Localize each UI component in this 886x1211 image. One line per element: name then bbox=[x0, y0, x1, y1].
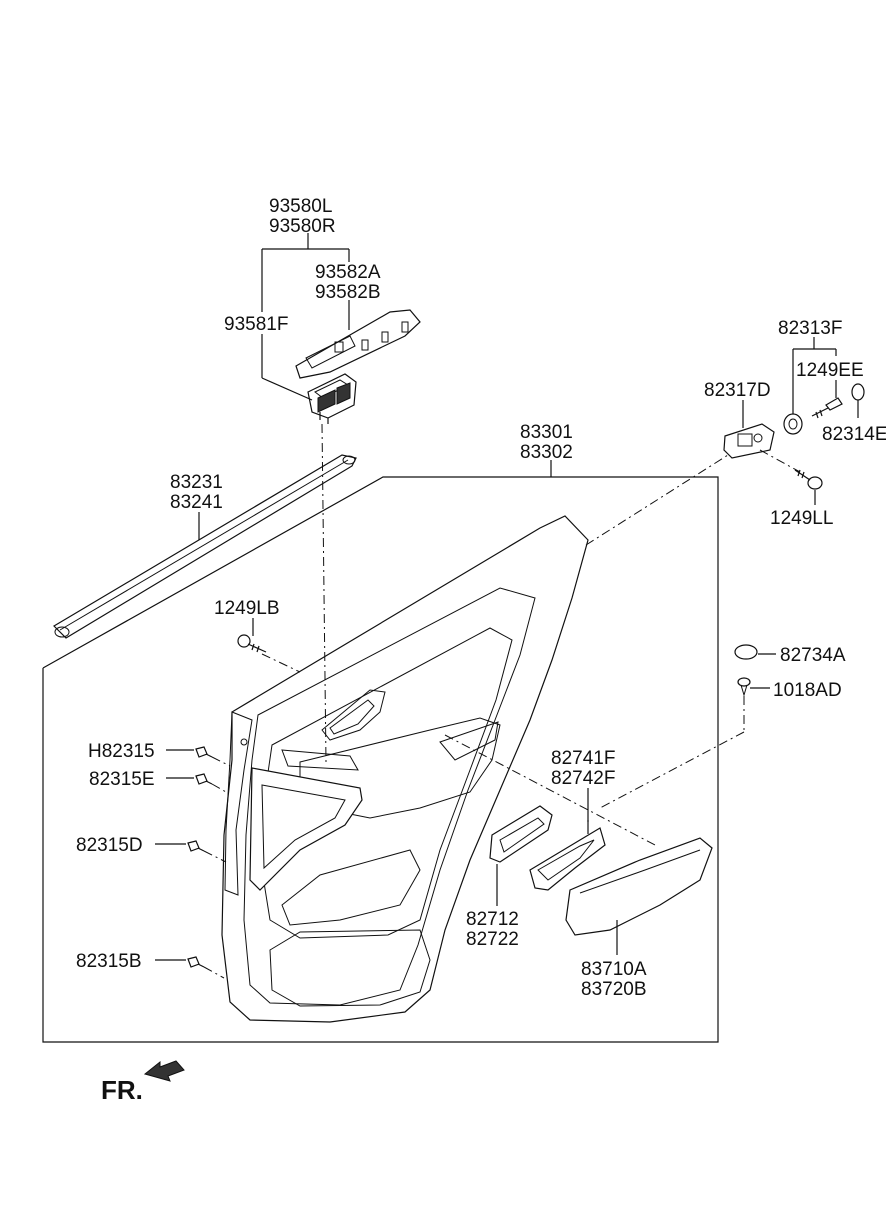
panel-assembly-frame bbox=[42, 476, 719, 1043]
switch-bezel bbox=[295, 309, 421, 379]
label-1249LB: 1249LB bbox=[214, 598, 280, 619]
label-83720B: 83720B bbox=[581, 979, 647, 1000]
label-83302: 83302 bbox=[520, 442, 573, 463]
door-belt-weatherstrip bbox=[53, 454, 357, 639]
screw-1249LB bbox=[237, 634, 267, 653]
power-window-switch bbox=[307, 373, 357, 424]
cap-82734A bbox=[734, 644, 758, 660]
label-82741F: 82741F bbox=[551, 748, 615, 769]
label-82317D: 82317D bbox=[704, 380, 771, 401]
label-93582B: 93582B bbox=[315, 282, 381, 303]
label-82734A: 82734A bbox=[780, 645, 846, 666]
label-93582A: 93582A bbox=[315, 262, 381, 283]
inside-handle-bracket bbox=[529, 820, 606, 891]
label-82315D: 82315D bbox=[76, 835, 143, 856]
label-93580L: 93580L bbox=[269, 196, 332, 217]
clip-82315B bbox=[187, 956, 205, 968]
clip-1018AD bbox=[737, 677, 751, 697]
label-83231: 83231 bbox=[170, 472, 223, 493]
label-93580R: 93580R bbox=[269, 216, 336, 237]
label-83241: 83241 bbox=[170, 492, 223, 513]
label-82712: 82712 bbox=[466, 909, 519, 930]
label-83710A: 83710A bbox=[581, 959, 647, 980]
label-1249LL: 1249LL bbox=[770, 508, 833, 529]
label-1018AD: 1018AD bbox=[773, 680, 842, 701]
screw-1249LL bbox=[794, 469, 823, 490]
armrest-pad bbox=[565, 837, 713, 936]
label-1249EE: 1249EE bbox=[796, 360, 864, 381]
front-direction-label: FR. bbox=[101, 1075, 143, 1105]
mounting-bracket bbox=[723, 423, 775, 459]
bracket-82712 bbox=[489, 805, 553, 863]
washer-82314E bbox=[851, 383, 865, 401]
label-83301: 83301 bbox=[520, 422, 573, 443]
screw-1249EE bbox=[811, 397, 843, 419]
label-82315B: 82315B bbox=[76, 951, 142, 972]
label-82314E: 82314E bbox=[822, 424, 886, 445]
label-82313F: 82313F bbox=[778, 318, 842, 339]
door-trim-panel bbox=[221, 515, 589, 1023]
label-82315E: 82315E bbox=[89, 769, 155, 790]
clip-82315E bbox=[195, 773, 213, 785]
label-82722: 82722 bbox=[466, 929, 519, 950]
clip-H82315 bbox=[195, 746, 213, 758]
clip-82315D bbox=[187, 840, 205, 852]
grommet-82313F bbox=[783, 413, 803, 435]
label-H82315: H82315 bbox=[88, 741, 155, 762]
front-direction-arrow-icon bbox=[143, 1060, 185, 1082]
label-82742F: 82742F bbox=[551, 768, 615, 789]
label-93581F: 93581F bbox=[224, 314, 288, 335]
